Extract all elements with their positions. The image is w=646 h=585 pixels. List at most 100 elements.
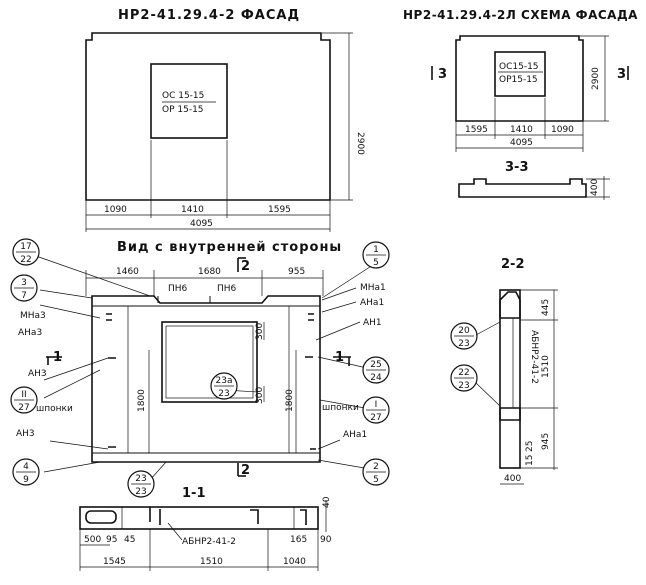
label-an3-mid: АН3 <box>28 369 47 379</box>
section-2-2-body <box>499 289 521 469</box>
inner-view-title: Вид с внутренней стороны <box>117 240 342 255</box>
section-1-1: АБНР2-41-2 40 500 95 45 165 90 1545 1510… <box>79 496 332 571</box>
facade-title: НР2-41.29.4-2 ФАСАД <box>118 8 300 23</box>
inner-view: 1460 1680 955 2 ПН6 ПН6 1800 1800 300 30… <box>16 255 386 481</box>
label-ana1-bottom: АНа1 <box>343 430 367 440</box>
label-an1: АН1 <box>363 318 382 328</box>
callout-top: 4 <box>23 462 29 472</box>
facade-view: ОС 15-15 ОР 15-15 2900 1090 1410 1595 40… <box>85 32 365 232</box>
callout-bottom: 23 <box>458 381 469 391</box>
section-1-1-dim-b: 1510 <box>200 557 223 567</box>
callout-top: I <box>375 400 378 410</box>
section-1-1-body <box>79 506 319 530</box>
callout-bottom: 27 <box>370 413 381 423</box>
section-1-1-left-detail <box>85 510 117 524</box>
section-2-2-mark: АБНР2-41-2 <box>529 330 539 384</box>
facade-dim-b: 1410 <box>181 205 204 215</box>
facade-dim-a: 1090 <box>104 205 127 215</box>
section-3-3-height-value: 400 <box>590 179 600 196</box>
inner-pn6-left: ПН6 <box>168 284 188 294</box>
inner-top-dim-a: 1460 <box>116 267 139 277</box>
inner-top-dim-b: 1680 <box>198 267 221 277</box>
scheme-cut-left-label: 3 <box>438 67 447 82</box>
inner-cut-right-label: 1 <box>335 350 344 365</box>
callout-bottom: 5 <box>373 475 379 485</box>
callout-bubble: 25 <box>362 458 390 486</box>
section-3-3-profile <box>458 178 587 198</box>
facade-window-mark-bottom: ОР 15-15 <box>162 105 204 115</box>
callout-bottom: 23 <box>458 339 469 349</box>
scheme-window-opening <box>494 51 546 97</box>
scheme-dim-c: 1090 <box>551 125 574 135</box>
callout-bottom: 23 <box>218 389 229 399</box>
section-2-2-small-b: 15 <box>525 455 535 466</box>
section-1-1-mark-leader <box>167 522 183 541</box>
callout-bottom: 9 <box>23 475 29 485</box>
callout-bubble: 15 <box>362 241 390 269</box>
section-2-2-dim-a: 445 <box>541 299 551 316</box>
section-1-1-small-a: 500 <box>84 535 101 545</box>
callout-bubble: II 27 <box>10 386 38 414</box>
inner-pn6-right: ПН6 <box>217 284 237 294</box>
callout-bubble: 49 <box>12 458 40 486</box>
scheme-dim-a: 1595 <box>465 125 488 135</box>
inner-window-opening <box>161 321 258 403</box>
callout-top: 23a <box>216 376 233 386</box>
facade-dim-c: 1595 <box>268 205 291 215</box>
inner-window-bot-dim: 300 <box>255 387 265 404</box>
callout-bottom: 27 <box>18 403 29 413</box>
inner-cut-top-label: 2 <box>241 259 250 274</box>
scheme-window-mark-bottom: ОР15-15 <box>499 75 538 85</box>
scheme-cut-right-label: 3 <box>617 67 626 82</box>
section-2-2-width: 400 <box>504 474 521 484</box>
facade-height-value: 2900 <box>355 132 365 155</box>
label-an3-bottom: АН3 <box>16 429 35 439</box>
inner-right-height-value: 1800 <box>285 389 295 412</box>
callout-top: 22 <box>458 368 469 378</box>
inner-pn6-lines <box>157 296 211 303</box>
section-2-2-dim-b: 1510 <box>541 355 551 378</box>
section-2-2-top-cap <box>499 291 521 319</box>
inner-anchor-ticks <box>106 313 316 450</box>
callout-bubble: I 27 <box>362 396 390 424</box>
section-2-2: АБНР2-41-2 445 1510 945 25 15 400 <box>475 289 558 485</box>
facade-dim-total: 4095 <box>190 219 213 229</box>
section-1-1-small-d: 165 <box>290 535 307 545</box>
label-shponki-right: шпонки <box>322 403 359 413</box>
scheme-height-value: 2900 <box>591 67 601 90</box>
callout-top: 2 <box>373 462 379 472</box>
leader-lines <box>35 255 377 481</box>
section-1-1-title: 1-1 <box>182 486 206 501</box>
callout-top: 23 <box>135 474 146 484</box>
callout-bubble: 37 <box>10 274 38 302</box>
callout-top: 1 <box>373 245 379 255</box>
callout-top: 17 <box>20 242 31 252</box>
callout-top: II <box>21 390 26 400</box>
facade-window-opening <box>150 63 228 139</box>
callout-bottom: 24 <box>370 373 382 383</box>
callout-top: 3 <box>21 278 27 288</box>
scheme-dim-b: 1410 <box>510 125 533 135</box>
label-mna1: МНа1 <box>360 283 386 293</box>
section-1-1-small-e: 90 <box>320 535 332 545</box>
inner-cut-bottom-label: 2 <box>241 463 250 478</box>
scheme-window-mark-top: ОС15-15 <box>499 62 539 72</box>
label-mna3: МНа3 <box>20 311 46 321</box>
inner-window-frame <box>165 325 254 399</box>
section-1-1-height: 40 <box>322 496 332 508</box>
facade-window-mark-top: ОС 15-15 <box>162 91 204 101</box>
section-1-1-details <box>149 507 307 525</box>
scheme-title: НР2-41.29.4-2Л СХЕМА ФАСАДА <box>403 8 638 22</box>
facade-panel-outline <box>85 32 331 201</box>
inner-window-top-dim: 300 <box>255 323 265 340</box>
section-2-2-bottom-cap <box>499 407 521 421</box>
callout-top: 25 <box>370 360 381 370</box>
section-3-3: 400 <box>458 176 610 200</box>
